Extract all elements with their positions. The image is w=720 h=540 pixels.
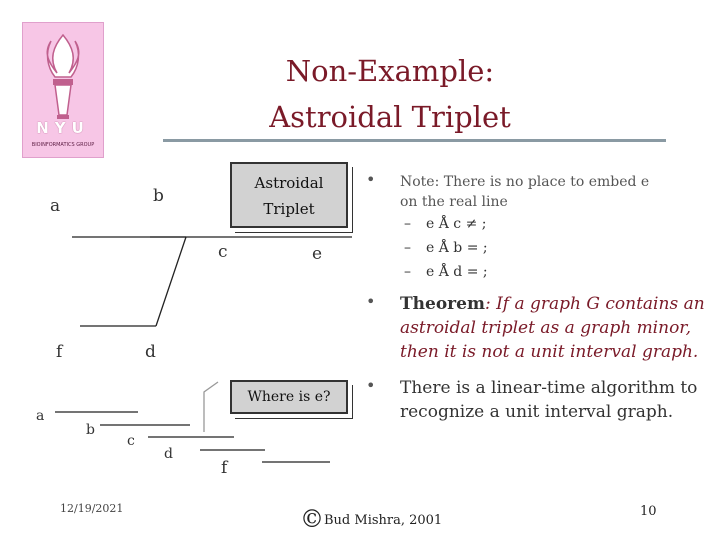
note-item-2: –e Å b = ; <box>404 240 488 256</box>
slide-footer: ©Bud Mishra, 2001 <box>300 505 442 533</box>
nyu-bioinformatics-logo: NYU BIOINFORMATICS GROUP <box>22 22 104 158</box>
slide-title-line1: Non-Example: <box>285 54 495 88</box>
vertex-label-b: b <box>153 186 164 206</box>
note-item-3-text: e Å d = ; <box>426 264 488 280</box>
slide-date: 12/19/2021 <box>60 502 124 515</box>
vertex-label-e: e <box>312 244 323 264</box>
theorem-emph2: graph minor, <box>580 318 691 338</box>
note-item-1-text: e Å c ≠ ; <box>426 216 487 232</box>
algorithm-text: There is a linear-time algorithm to reco… <box>400 376 698 424</box>
where-is-e-box: Where is e? <box>230 380 348 414</box>
algorithm-line2: recognize a unit interval graph. <box>400 402 674 422</box>
edge-c-d <box>155 236 187 327</box>
theorem-line3: then it is not a unit interval graph. <box>400 342 699 362</box>
astroidal-triplet-line1: Astroidal <box>254 174 324 192</box>
algorithm-line1: There is a linear-time algorithm to <box>400 378 698 398</box>
astroidal-triplet-box: Astroidal Triplet <box>230 162 348 228</box>
vertex-label-f: f <box>56 342 63 362</box>
page-number: 10 <box>640 504 657 519</box>
note-item-1: –e Å c ≠ ; <box>404 216 487 232</box>
theorem-pre: : If a graph G contains an <box>484 294 705 314</box>
torch-icon <box>46 33 80 119</box>
note-item-3: –e Å d = ; <box>404 264 488 280</box>
interval-label-f: f <box>221 458 228 478</box>
copyright-icon: © <box>300 505 324 533</box>
interval-label-a: a <box>36 408 45 424</box>
bullet-marker: • <box>366 292 376 311</box>
slide-title-line2: Astroidal Triplet <box>269 100 511 134</box>
bullet-marker: • <box>366 170 376 189</box>
logo-wordmark: NYU <box>36 119 90 137</box>
vertex-label-c: c <box>218 242 228 262</box>
interval-label-d: d <box>164 446 173 462</box>
bullet-marker: • <box>366 376 376 395</box>
footer-author: Bud Mishra, 2001 <box>324 513 443 528</box>
theorem-mid: as a <box>534 318 581 338</box>
interval-label-c: c <box>127 433 135 449</box>
slide-title: Non-Example: Astroidal Triplet <box>250 48 530 140</box>
theorem-emph1: astroidal triplet <box>400 318 535 338</box>
logo-subtitle: BIOINFORMATICS GROUP <box>31 142 95 148</box>
theorem-text: Theorem: If a graph G contains an astroi… <box>400 292 705 364</box>
title-divider <box>163 139 666 142</box>
note-text: Note: There is no place to embed e on th… <box>400 174 650 210</box>
vertex-label-d: d <box>145 342 156 362</box>
note-item-2-text: e Å b = ; <box>426 240 488 256</box>
pointer-line <box>203 381 219 432</box>
vertex-label-a: a <box>50 196 61 216</box>
theorem-label: Theorem <box>400 294 485 314</box>
astroidal-triplet-line2: Triplet <box>263 200 315 218</box>
interval-label-b: b <box>86 422 95 438</box>
